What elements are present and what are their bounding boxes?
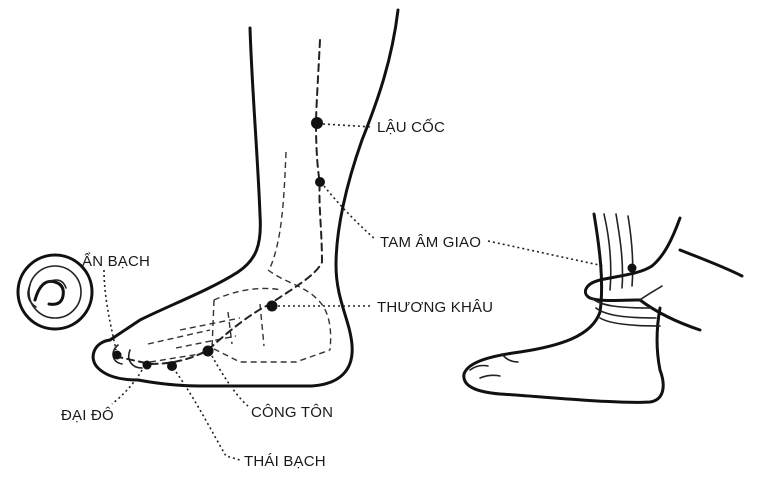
label-tam-am-giao: TAM ÂM GIAO	[380, 234, 481, 251]
acupoint-dot-icon	[311, 117, 323, 129]
acupoint-dot-icon	[627, 263, 637, 273]
acupoints	[112, 117, 325, 371]
label-dai-do: ĐẠI ĐÔ	[61, 407, 114, 424]
hand-on-ankle-figure	[462, 212, 744, 404]
acupoint-dot-icon	[315, 177, 325, 187]
leader-lines	[103, 123, 605, 461]
acupoint-dot-icon	[202, 345, 214, 357]
label-thuong-khau: THƯƠNG KHÂU	[377, 299, 493, 316]
circular-emblem-icon	[16, 253, 94, 331]
label-cong-ton: CÔNG TÔN	[251, 404, 333, 421]
leg-foot-outline	[91, 8, 400, 388]
acupoint-dot-icon	[142, 360, 152, 370]
label-an-bach: ẨN BẠCH	[82, 252, 150, 270]
label-thai-bach: THÁI BẠCH	[244, 453, 326, 470]
foot-bones	[147, 151, 332, 363]
acupoint-dot-icon	[167, 361, 177, 371]
spleen-meridian	[113, 39, 324, 366]
acupoint-dot-icon	[112, 350, 122, 360]
label-lau-coc: LẬU CỐC	[377, 118, 445, 136]
acupoint-dot-icon	[266, 300, 278, 312]
